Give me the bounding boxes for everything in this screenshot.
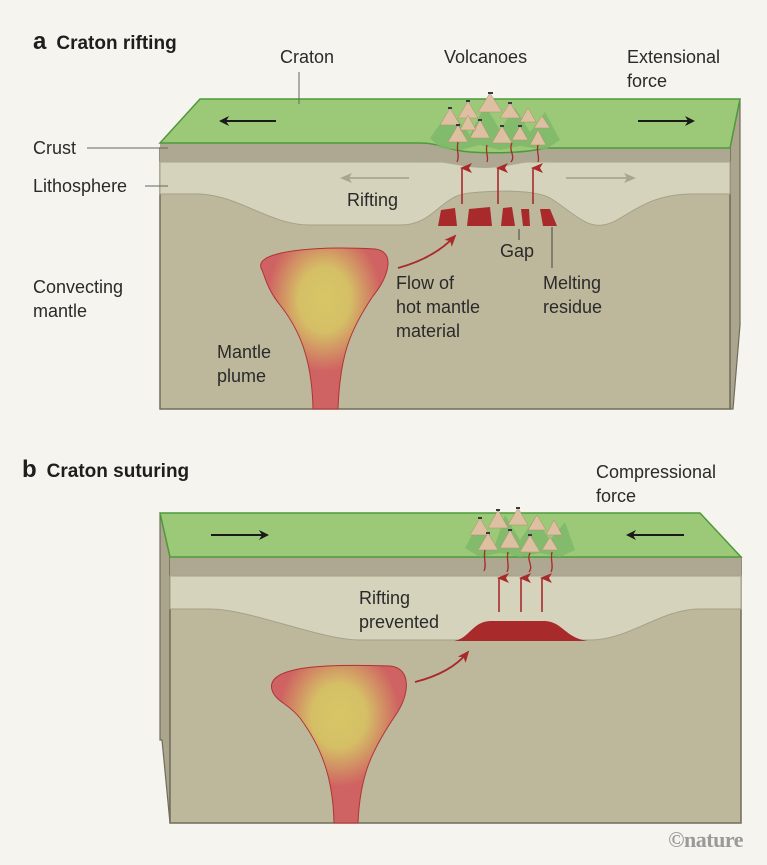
label-lithosphere: Lithosphere bbox=[33, 176, 128, 196]
panel-a-title: a Craton rifting bbox=[33, 28, 177, 56]
panel-a-letter: a bbox=[33, 28, 47, 55]
nature-credit: ©nature bbox=[668, 827, 743, 852]
panel-b-title: b Craton suturing bbox=[22, 456, 189, 484]
panel-b-block bbox=[159, 512, 743, 824]
panel-a-block bbox=[158, 98, 741, 410]
panel-b-flow-arrow bbox=[414, 650, 470, 683]
label-craton: Craton bbox=[280, 47, 335, 67]
panel-b-mantle-plume bbox=[271, 664, 407, 824]
panel-b-letter: b bbox=[22, 456, 37, 483]
label-convecting-mantle: Convecting mantle bbox=[33, 277, 124, 321]
panel-a-title-text: Craton rifting bbox=[56, 33, 177, 54]
label-flow-of-hot-mantle-material: Flow of hot mantle material bbox=[396, 273, 481, 341]
panel-b-underplate bbox=[454, 621, 588, 641]
label-melting-residue: Melting residue bbox=[543, 273, 603, 317]
label-crust: Crust bbox=[33, 138, 77, 158]
panel-a-melting-residue bbox=[438, 207, 557, 226]
panel-b-volcanoes bbox=[465, 507, 575, 573]
panel-a-mantle-plume bbox=[260, 247, 389, 410]
panel-b-side-face bbox=[159, 512, 171, 824]
label-mantle-plume: Mantle plume bbox=[217, 342, 272, 386]
panel-a-magma-arrows bbox=[460, 163, 543, 204]
label-rifting: Rifting bbox=[347, 190, 399, 210]
panel-b-crust bbox=[170, 557, 741, 576]
panel-b-magma-arrows bbox=[497, 573, 552, 612]
label-compressional-force: Compressional force bbox=[596, 462, 717, 506]
label-volcanoes: Volcanoes bbox=[444, 47, 528, 67]
panel-a-crust bbox=[160, 143, 730, 168]
panel-b-title-text: Craton suturing bbox=[46, 461, 190, 482]
panel-a-volcanoes bbox=[430, 92, 560, 163]
label-extensional-force: Extensional force bbox=[627, 47, 721, 91]
panel-a-flow-arrow bbox=[397, 234, 457, 269]
label-gap: Gap bbox=[500, 241, 535, 261]
label-rifting-prevented: Rifting prevented bbox=[359, 588, 440, 632]
panel-a-side-face bbox=[729, 98, 741, 410]
